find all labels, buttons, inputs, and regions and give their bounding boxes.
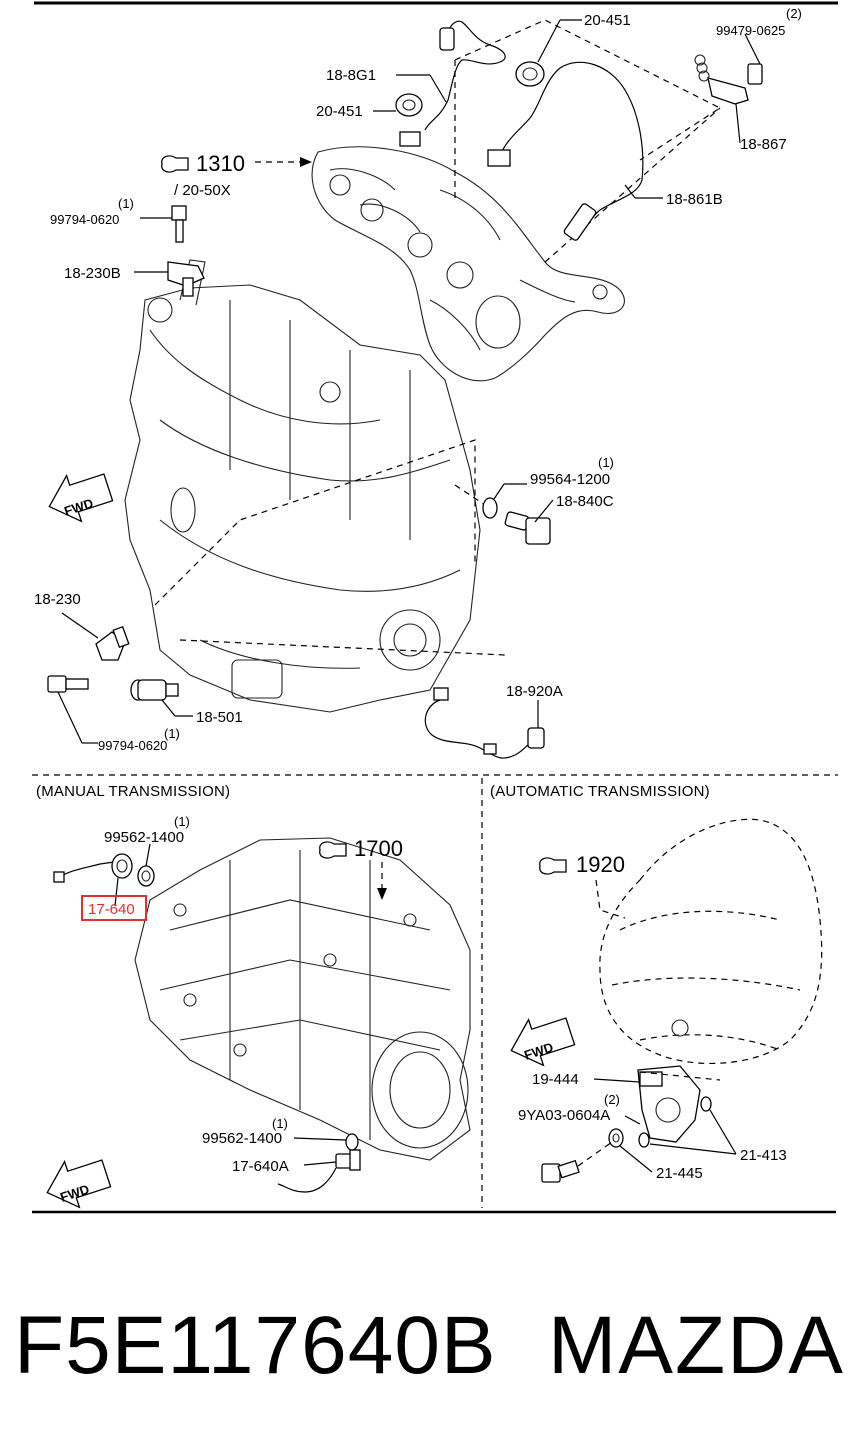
fwd-arrow-manual — [46, 1159, 112, 1209]
qty-99562-bottom: (1) — [272, 1116, 288, 1131]
tr-switch-19444 — [637, 1065, 701, 1143]
automatic-transmission-drawing — [599, 818, 823, 1064]
engine-block-drawing — [124, 259, 481, 713]
label-18840c: 18-840C — [556, 493, 614, 510]
bolt-99794-bottom — [47, 675, 89, 693]
label-99562-1400-bottom: 99562-1400 — [202, 1130, 282, 1147]
washer-21445 — [608, 1128, 624, 1148]
o2-sensor-upper — [399, 20, 506, 147]
label-9ya03-0604a: 9YA03-0604A — [518, 1107, 610, 1124]
engine-leader-lines — [57, 19, 761, 744]
label-1310: 1310 — [196, 151, 245, 176]
label-20-50x: / 20-50X — [174, 182, 231, 199]
qty-99794-top: (1) — [118, 196, 134, 211]
bolt-9ya03 — [541, 1159, 580, 1183]
crank-sensor-18230 — [95, 625, 130, 661]
switch-17640a — [277, 1149, 361, 1193]
label-99562-1400-top: 99562-1400 — [104, 829, 184, 846]
engine-section: 20-451 (2) 99479-0625 18-8G1 20-451 18-8… — [34, 6, 802, 759]
highlight-box-17640 — [81, 895, 147, 921]
bracket-18867 — [694, 54, 763, 105]
label-18861b: 18-861B — [666, 191, 723, 208]
part-number-caption: F5E117640B — [14, 1300, 497, 1391]
manual-transmission-drawing — [134, 837, 471, 1161]
nut-20451-mid — [395, 93, 423, 117]
label-18920a: 18-920A — [506, 683, 563, 700]
automatic-transmission-section: (AUTOMATIC TRANSMISSION) FWD — [490, 783, 823, 1183]
label-19444: 19-444 — [532, 1071, 579, 1088]
automatic-section-title: (AUTOMATIC TRANSMISSION) — [490, 783, 710, 800]
label-21445: 21-445 — [656, 1165, 703, 1182]
oring-99564 — [482, 497, 498, 519]
fwd-arrow-engine — [48, 473, 114, 523]
qty-99479: (2) — [786, 6, 802, 21]
manual-transmission-section: (MANUAL TRANSMISSION) — [36, 783, 471, 1209]
reference-icon-1920 — [539, 857, 567, 875]
label-20451-top: 20-451 — [584, 12, 631, 29]
manual-section-title: (MANUAL TRANSMISSION) — [36, 783, 230, 800]
label-188g1: 18-8G1 — [326, 67, 376, 84]
sensor-18840c — [504, 511, 551, 545]
reverse-switch-17640 — [53, 853, 133, 883]
label-18501: 18-501 — [196, 709, 243, 726]
label-18867: 18-867 — [740, 136, 787, 153]
label-21413: 21-413 — [740, 1147, 787, 1164]
sensor-18920a — [424, 687, 545, 759]
label-17640: 17-640 — [88, 901, 135, 918]
label-1700: 1700 — [354, 836, 403, 861]
o2-sensor-downstream — [487, 61, 644, 241]
washer-99562-bottom — [345, 1133, 359, 1151]
label-17640a: 17-640A — [232, 1158, 289, 1175]
oring-21413 — [638, 1096, 712, 1148]
brand-caption: MAZDA — [548, 1300, 845, 1391]
label-99794-0620-bottom: 99794-0620 — [98, 738, 167, 753]
qty-9ya03: (2) — [604, 1092, 620, 1107]
cam-sensor-18230b — [167, 261, 205, 297]
washer-99562-top — [137, 865, 155, 887]
label-99479-0625: 99479-0625 — [716, 23, 785, 38]
reference-icon-1310 — [161, 155, 189, 173]
label-99794-0620-top: 99794-0620 — [50, 212, 119, 227]
fwd-arrow-automatic — [510, 1017, 576, 1067]
nut-20451-top — [515, 61, 545, 87]
label-18230b: 18-230B — [64, 265, 121, 282]
label-18230: 18-230 — [34, 591, 81, 608]
label-20451-mid: 20-451 — [316, 103, 363, 120]
label-1920: 1920 — [576, 852, 625, 877]
qty-99562-top: (1) — [174, 814, 190, 829]
reference-icon-1700 — [319, 841, 347, 859]
qty-18501: (1) — [164, 726, 180, 741]
label-99564-1200: 99564-1200 — [530, 471, 610, 488]
qty-99564: (1) — [598, 455, 614, 470]
sensor-18501 — [130, 679, 179, 701]
bolt-99794-top — [171, 205, 187, 243]
exhaust-manifold-drawing — [311, 146, 625, 382]
